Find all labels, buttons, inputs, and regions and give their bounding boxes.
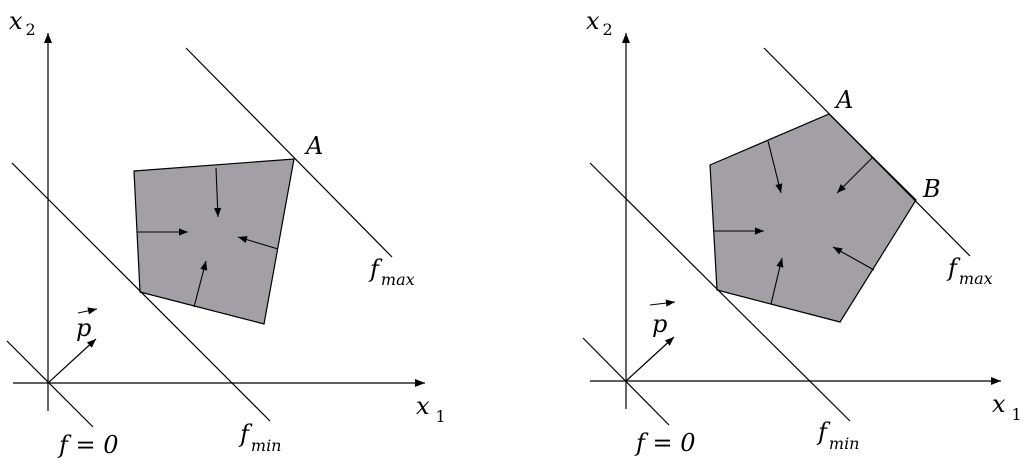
f-zero-line: [6, 340, 94, 428]
f-min-line: [589, 162, 851, 422]
feasible-region: [133, 158, 295, 325]
f-min-line: [11, 162, 271, 422]
inward-arrow: [832, 246, 875, 271]
inward-arrow: [193, 260, 208, 308]
f-zero-label: f = 0: [634, 429, 696, 457]
gradient-vector: [47, 338, 97, 384]
vector-label-arrow: [649, 299, 676, 307]
inward-arrow: [237, 236, 279, 250]
feasible-region: [709, 113, 917, 323]
f-zero-label: f = 0: [57, 431, 119, 459]
inward-arrow: [214, 167, 222, 218]
gradient-vector: [625, 336, 675, 382]
inward-arrow: [767, 140, 783, 194]
f-max-line: [763, 47, 971, 257]
vector-label-arrow: [77, 307, 98, 315]
vertex-B-label: B: [922, 175, 941, 203]
vector-label: p: [652, 310, 667, 338]
inward-arrow: [836, 156, 874, 194]
vertex-A-label: A: [834, 86, 853, 114]
f-max-line: [185, 47, 393, 258]
vector-label: p: [76, 314, 91, 342]
inward-arrow: [770, 257, 784, 305]
vertex-A-label: A: [304, 132, 323, 160]
